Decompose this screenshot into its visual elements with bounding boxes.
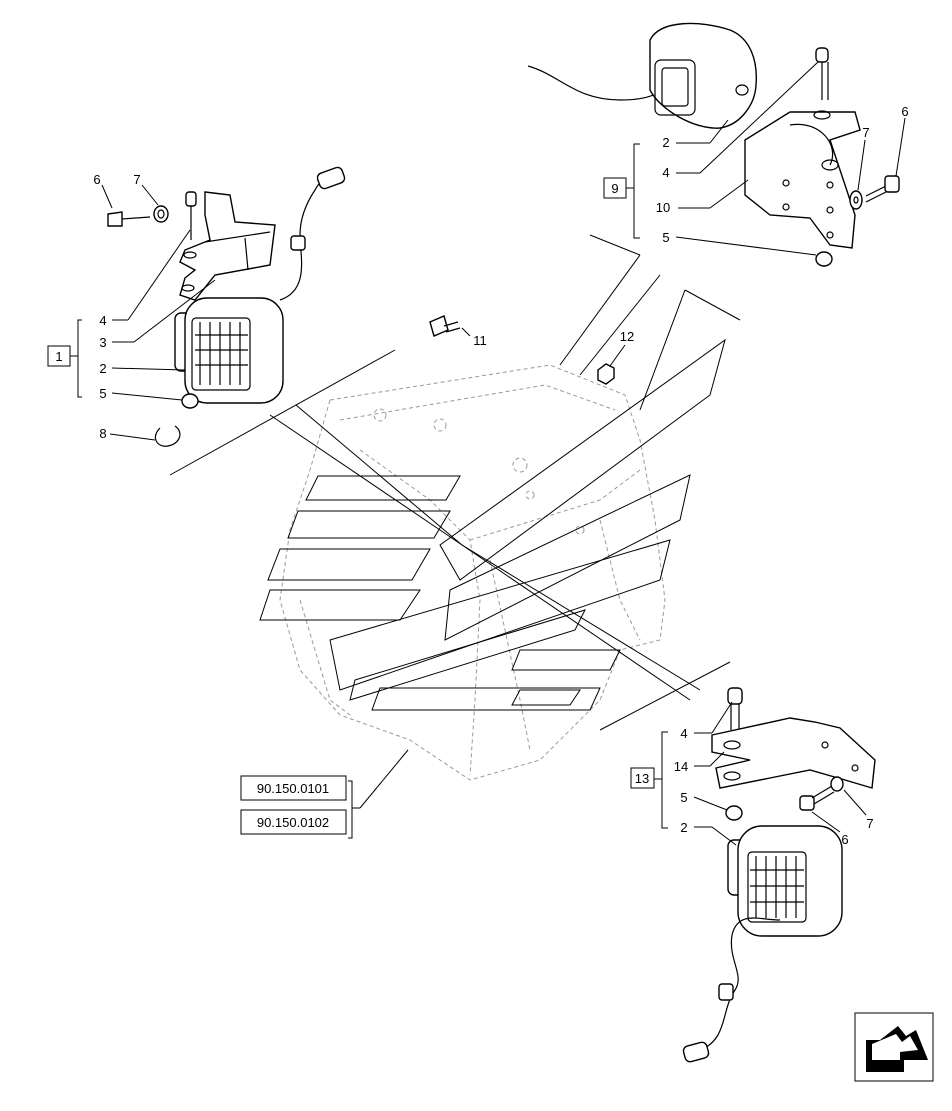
left-item-2: 3	[99, 335, 106, 350]
reference-2: 90.150.0102	[257, 815, 329, 830]
bottom-right-lamp-assembly	[654, 687, 876, 1063]
bottom-right-item-2: 14	[674, 759, 688, 774]
left-group-number: 1	[55, 349, 62, 364]
left-callouts: 1 4 3 2 5 6 7 8	[47, 172, 141, 441]
top-right-lamp-cable	[527, 65, 666, 101]
top-right-callouts: 9 2 4 10 5 7 6	[603, 104, 909, 245]
bottom-right-washer	[830, 776, 844, 792]
top-right-bracket	[744, 111, 861, 249]
left-bracket	[179, 191, 276, 301]
bottom-right-item-4: 2	[680, 820, 687, 835]
top-right-bolt	[815, 47, 829, 63]
top-right-item-1: 2	[662, 135, 669, 150]
left-lamp-cable	[279, 176, 336, 301]
left-bolt	[185, 191, 197, 207]
left-screw-number: 6	[93, 172, 100, 187]
left-clip	[154, 425, 181, 447]
left-item-1: 4	[99, 313, 106, 328]
center-hardware: 11 12	[429, 315, 634, 385]
assembly-leader-lines	[169, 234, 741, 731]
bottom-right-item-3: 5	[680, 790, 687, 805]
top-right-washer-number: 7	[862, 125, 869, 140]
bottom-right-bolt	[727, 687, 743, 705]
left-lamp-assembly	[70, 166, 346, 447]
bottom-right-lamp-cable	[695, 917, 781, 1053]
top-right-item-2: 4	[662, 165, 669, 180]
bottom-right-nut	[725, 805, 743, 821]
center-nut	[597, 363, 615, 385]
bottom-right-washer-number: 7	[866, 816, 873, 831]
left-washer-number: 7	[133, 172, 140, 187]
top-right-washer	[849, 190, 863, 210]
left-screw	[107, 211, 123, 227]
bottom-right-lamp-head	[737, 825, 843, 937]
bottom-right-callouts: 13 4 14 5 2 6 7	[630, 726, 874, 847]
top-right-screw-number: 6	[901, 104, 908, 119]
bottom-right-group-number: 13	[635, 771, 649, 786]
bottom-right-bracket	[711, 717, 876, 789]
bottom-right-screw	[799, 795, 815, 811]
navigation-arrow-icon[interactable]	[854, 1012, 934, 1082]
bottom-right-screw-number: 6	[841, 832, 848, 847]
center-nut-number: 12	[620, 329, 634, 344]
left-washer	[153, 205, 169, 223]
center-bolt	[429, 315, 449, 337]
center-bolt-number: 11	[473, 333, 487, 348]
top-right-nut	[815, 251, 833, 267]
cab-panels	[259, 338, 726, 711]
left-item-3: 2	[99, 361, 106, 376]
bottom-right-item-1: 4	[680, 726, 687, 741]
top-right-screw	[884, 175, 900, 193]
reference-boxes: 90.150.0101 90.150.0102	[240, 749, 409, 839]
left-nut	[181, 393, 199, 409]
top-right-lamp-body	[649, 22, 757, 129]
cab-ghost-outline	[279, 364, 666, 781]
top-right-item-4: 5	[662, 230, 669, 245]
reference-1: 90.150.0101	[257, 781, 329, 796]
left-clip-number: 8	[99, 426, 106, 441]
top-right-item-3: 10	[656, 200, 670, 215]
top-right-group-number: 9	[611, 181, 618, 196]
left-item-4: 5	[99, 386, 106, 401]
top-right-lamp-assembly	[527, 22, 906, 267]
